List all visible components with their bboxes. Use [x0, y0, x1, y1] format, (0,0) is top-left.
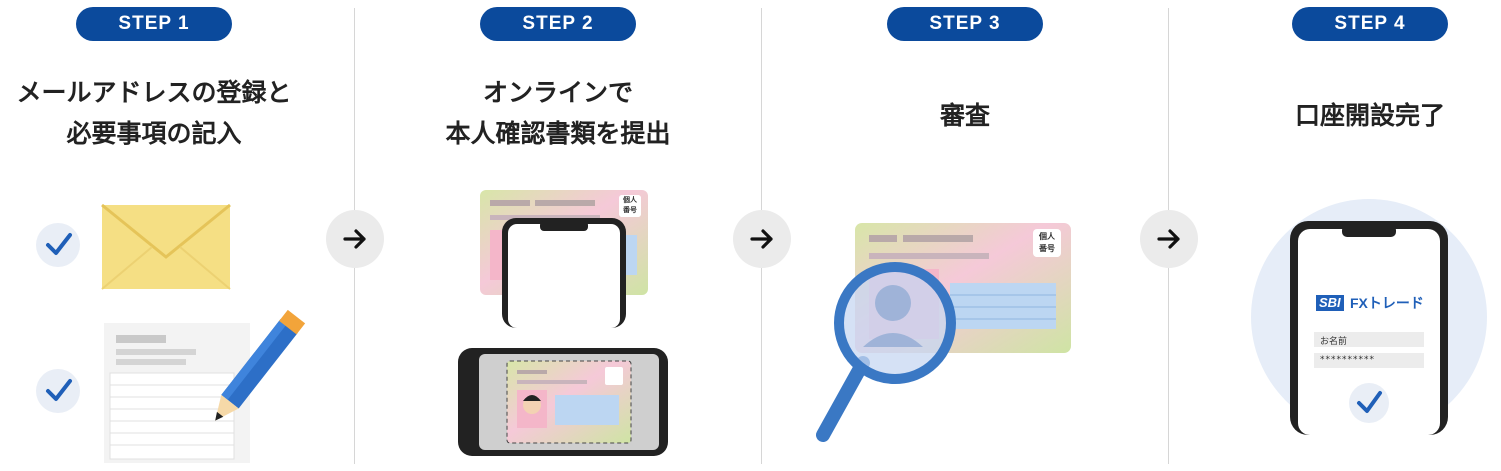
step-title-line: オンラインで [482, 78, 633, 107]
smartphone-icon [502, 218, 626, 328]
magnifier-icon [816, 262, 956, 442]
step-title: 口座開設完了 [1220, 95, 1501, 136]
form-sheet-icon [104, 323, 250, 463]
check-icon [1349, 383, 1389, 423]
check-icon [36, 369, 80, 413]
smartphone-icon [1290, 221, 1448, 435]
password-field: ********** [1320, 355, 1375, 365]
logo-fx-trade: FXトレード [1350, 295, 1424, 311]
arrow-right-icon [1140, 210, 1198, 268]
step-1: STEP 1 メールアドレスの登録と 必要事項の記入 [4, 0, 304, 471]
step-badge: STEP 1 [76, 7, 232, 41]
account-opened-illustration [1251, 199, 1487, 435]
step-title-line: 本人確認書類を提出 [445, 119, 671, 148]
step-title: オンラインで 本人確認書類を提出 [408, 72, 708, 154]
check-icon [36, 223, 80, 267]
step-4: STEP 4 口座開設完了 [1220, 0, 1501, 471]
name-field: お名前 [1320, 337, 1348, 347]
card-tag: 個人 番号 [619, 195, 641, 217]
arrow-right-icon [733, 210, 791, 268]
step-badge: STEP 4 [1292, 7, 1448, 41]
pencil-icon [215, 309, 306, 421]
registration-illustration [36, 203, 306, 463]
step-2: STEP 2 オンラインで 本人確認書類を提出 [408, 0, 708, 471]
step-title-line: 必要事項の記入 [66, 119, 242, 148]
card-tag: 個人 番号 [1034, 230, 1060, 257]
smartphone-icon [458, 348, 668, 456]
step-3: STEP 3 審査 [815, 0, 1115, 471]
envelope-icon [101, 203, 231, 290]
id-submission-illustration [458, 190, 668, 456]
step-title-line: 口座開設完了 [1294, 101, 1445, 130]
step-title-line: メールアドレスの登録と [16, 78, 292, 107]
arrow-right-icon [326, 210, 384, 268]
step-badge: STEP 2 [480, 7, 636, 41]
step-title: 審査 [815, 95, 1115, 136]
step-title-line: 審査 [939, 101, 990, 130]
logo-sbi: SBI [1316, 295, 1344, 311]
step-title: メールアドレスの登録と 必要事項の記入 [4, 72, 304, 154]
step-badge: STEP 3 [887, 7, 1043, 41]
